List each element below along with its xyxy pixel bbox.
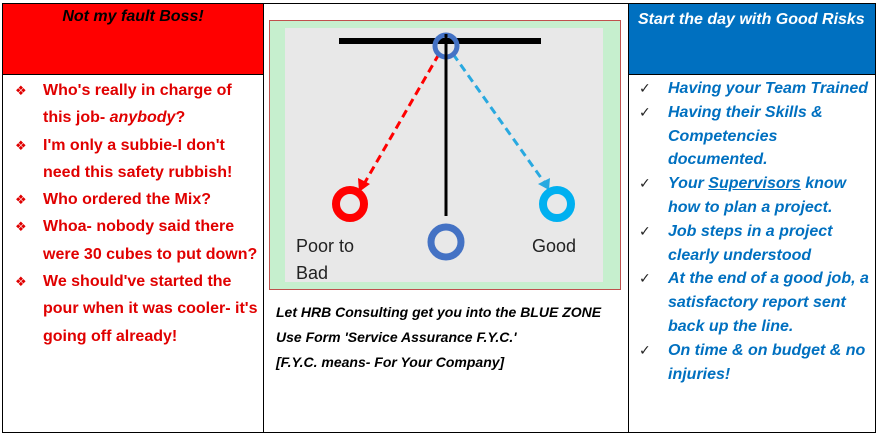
list-item-text: know how to plan a project. bbox=[668, 175, 847, 216]
diamond-bullet-icon: ❖ bbox=[15, 192, 27, 208]
consulting-message: Let HRB Consulting get you into the BLUE… bbox=[276, 300, 621, 375]
diagram-background bbox=[285, 28, 603, 282]
checkmark-icon: ✓ bbox=[639, 175, 651, 192]
good-arrow-head bbox=[538, 178, 550, 190]
complaints-list: ❖ Who's really in charge of this job- any… bbox=[13, 77, 261, 350]
list-item-text: Whoa- nobody said there were 30 cubes to… bbox=[43, 218, 258, 263]
list-item-text: We should've started the pour when it wa… bbox=[43, 273, 258, 345]
list-item-text: Who's really in charge of this job- bbox=[43, 82, 232, 127]
list-item: ✓ Your Supervisors know how to plan a pro… bbox=[637, 172, 873, 220]
bad-label-line1: Poor to Bad bbox=[296, 236, 354, 283]
bad-arrow-head bbox=[358, 178, 370, 192]
left-header-cell: Not my fault Boss! bbox=[2, 3, 264, 75]
pendulum-diagram: Poor to Bad Good bbox=[269, 20, 621, 290]
bad-label-line2: Bad bbox=[296, 263, 328, 283]
list-item-text: Having your Team Trained bbox=[668, 80, 869, 97]
list-item-emphasis: anybody bbox=[109, 109, 176, 127]
list-item-text: I'm only a subbie-I don't need this safe… bbox=[43, 136, 233, 181]
left-title: Not my fault Boss! bbox=[62, 8, 204, 25]
checkmark-icon: ✓ bbox=[639, 270, 651, 287]
diamond-bullet-icon: ❖ bbox=[15, 274, 27, 290]
list-item: ✓ On time & on budget & no injuries! bbox=[637, 339, 873, 387]
list-item: ✓ Job steps in a project clearly understo… bbox=[637, 220, 873, 268]
message-line: Let HRB Consulting get you into the BLUE… bbox=[276, 304, 602, 320]
diamond-bullet-icon: ❖ bbox=[15, 137, 27, 153]
right-body-cell: ✓ Having your Team Trained ✓ Having their … bbox=[628, 74, 876, 433]
good-risks-list: ✓ Having your Team Trained ✓ Having their … bbox=[637, 77, 873, 386]
list-item-tail: ? bbox=[175, 109, 186, 127]
bad-ring-icon bbox=[332, 186, 368, 222]
message-line: [F.Y.C. means- For Your Company] bbox=[276, 354, 505, 370]
right-header-cell: Start the day with Good Risks bbox=[628, 3, 876, 75]
checkmark-icon: ✓ bbox=[639, 222, 651, 239]
list-item-text: At the end of a good job, a satisfactory… bbox=[668, 270, 869, 335]
list-item-text: Who ordered the Mix? bbox=[43, 191, 211, 209]
good-ring-icon bbox=[539, 186, 575, 222]
right-title: Start the day with Good Risks bbox=[638, 11, 865, 28]
list-item-text: On time & on budget & no injuries! bbox=[668, 341, 866, 383]
neutral-ring-icon bbox=[427, 223, 465, 261]
list-item-text: Your bbox=[668, 175, 709, 193]
list-item-underlined: Supervisors bbox=[708, 175, 801, 193]
middle-cell: Poor to Bad Good Let HRB Consulting get y… bbox=[263, 3, 629, 433]
list-item: ❖ Whoa- nobody said there were 30 cubes t… bbox=[13, 213, 261, 268]
list-item: ❖ We should've started the pour when it w… bbox=[13, 268, 261, 350]
good-swing-arrow bbox=[451, 53, 546, 183]
list-item: ❖ Who ordered the Mix? bbox=[13, 186, 261, 213]
list-item: ✓ Having your Team Trained bbox=[637, 77, 873, 101]
checkmark-icon: ✓ bbox=[639, 341, 651, 358]
diamond-bullet-icon: ❖ bbox=[15, 83, 27, 98]
bad-label: Poor to bbox=[296, 236, 354, 256]
left-body-cell: ❖ Who's really in charge of this job- any… bbox=[2, 74, 264, 433]
checkmark-icon: ✓ bbox=[639, 103, 651, 120]
message-line: Use Form 'Service Assurance F.Y.C.' bbox=[276, 329, 517, 345]
list-item: ❖ Who's really in charge of this job- any… bbox=[13, 77, 261, 132]
checkmark-icon: ✓ bbox=[639, 80, 651, 96]
list-item: ✓ At the end of a good job, a satisfactor… bbox=[637, 267, 873, 338]
list-item-text: Having their Skills & Competencies docum… bbox=[668, 103, 823, 169]
diamond-bullet-icon: ❖ bbox=[15, 219, 27, 235]
list-item: ❖ I'm only a subbie-I don't need this saf… bbox=[13, 132, 261, 187]
list-item: ✓ Having their Skills & Competencies docu… bbox=[637, 101, 873, 172]
list-item-text: Job steps in a project clearly understoo… bbox=[668, 222, 833, 264]
good-label: Good bbox=[532, 236, 576, 256]
